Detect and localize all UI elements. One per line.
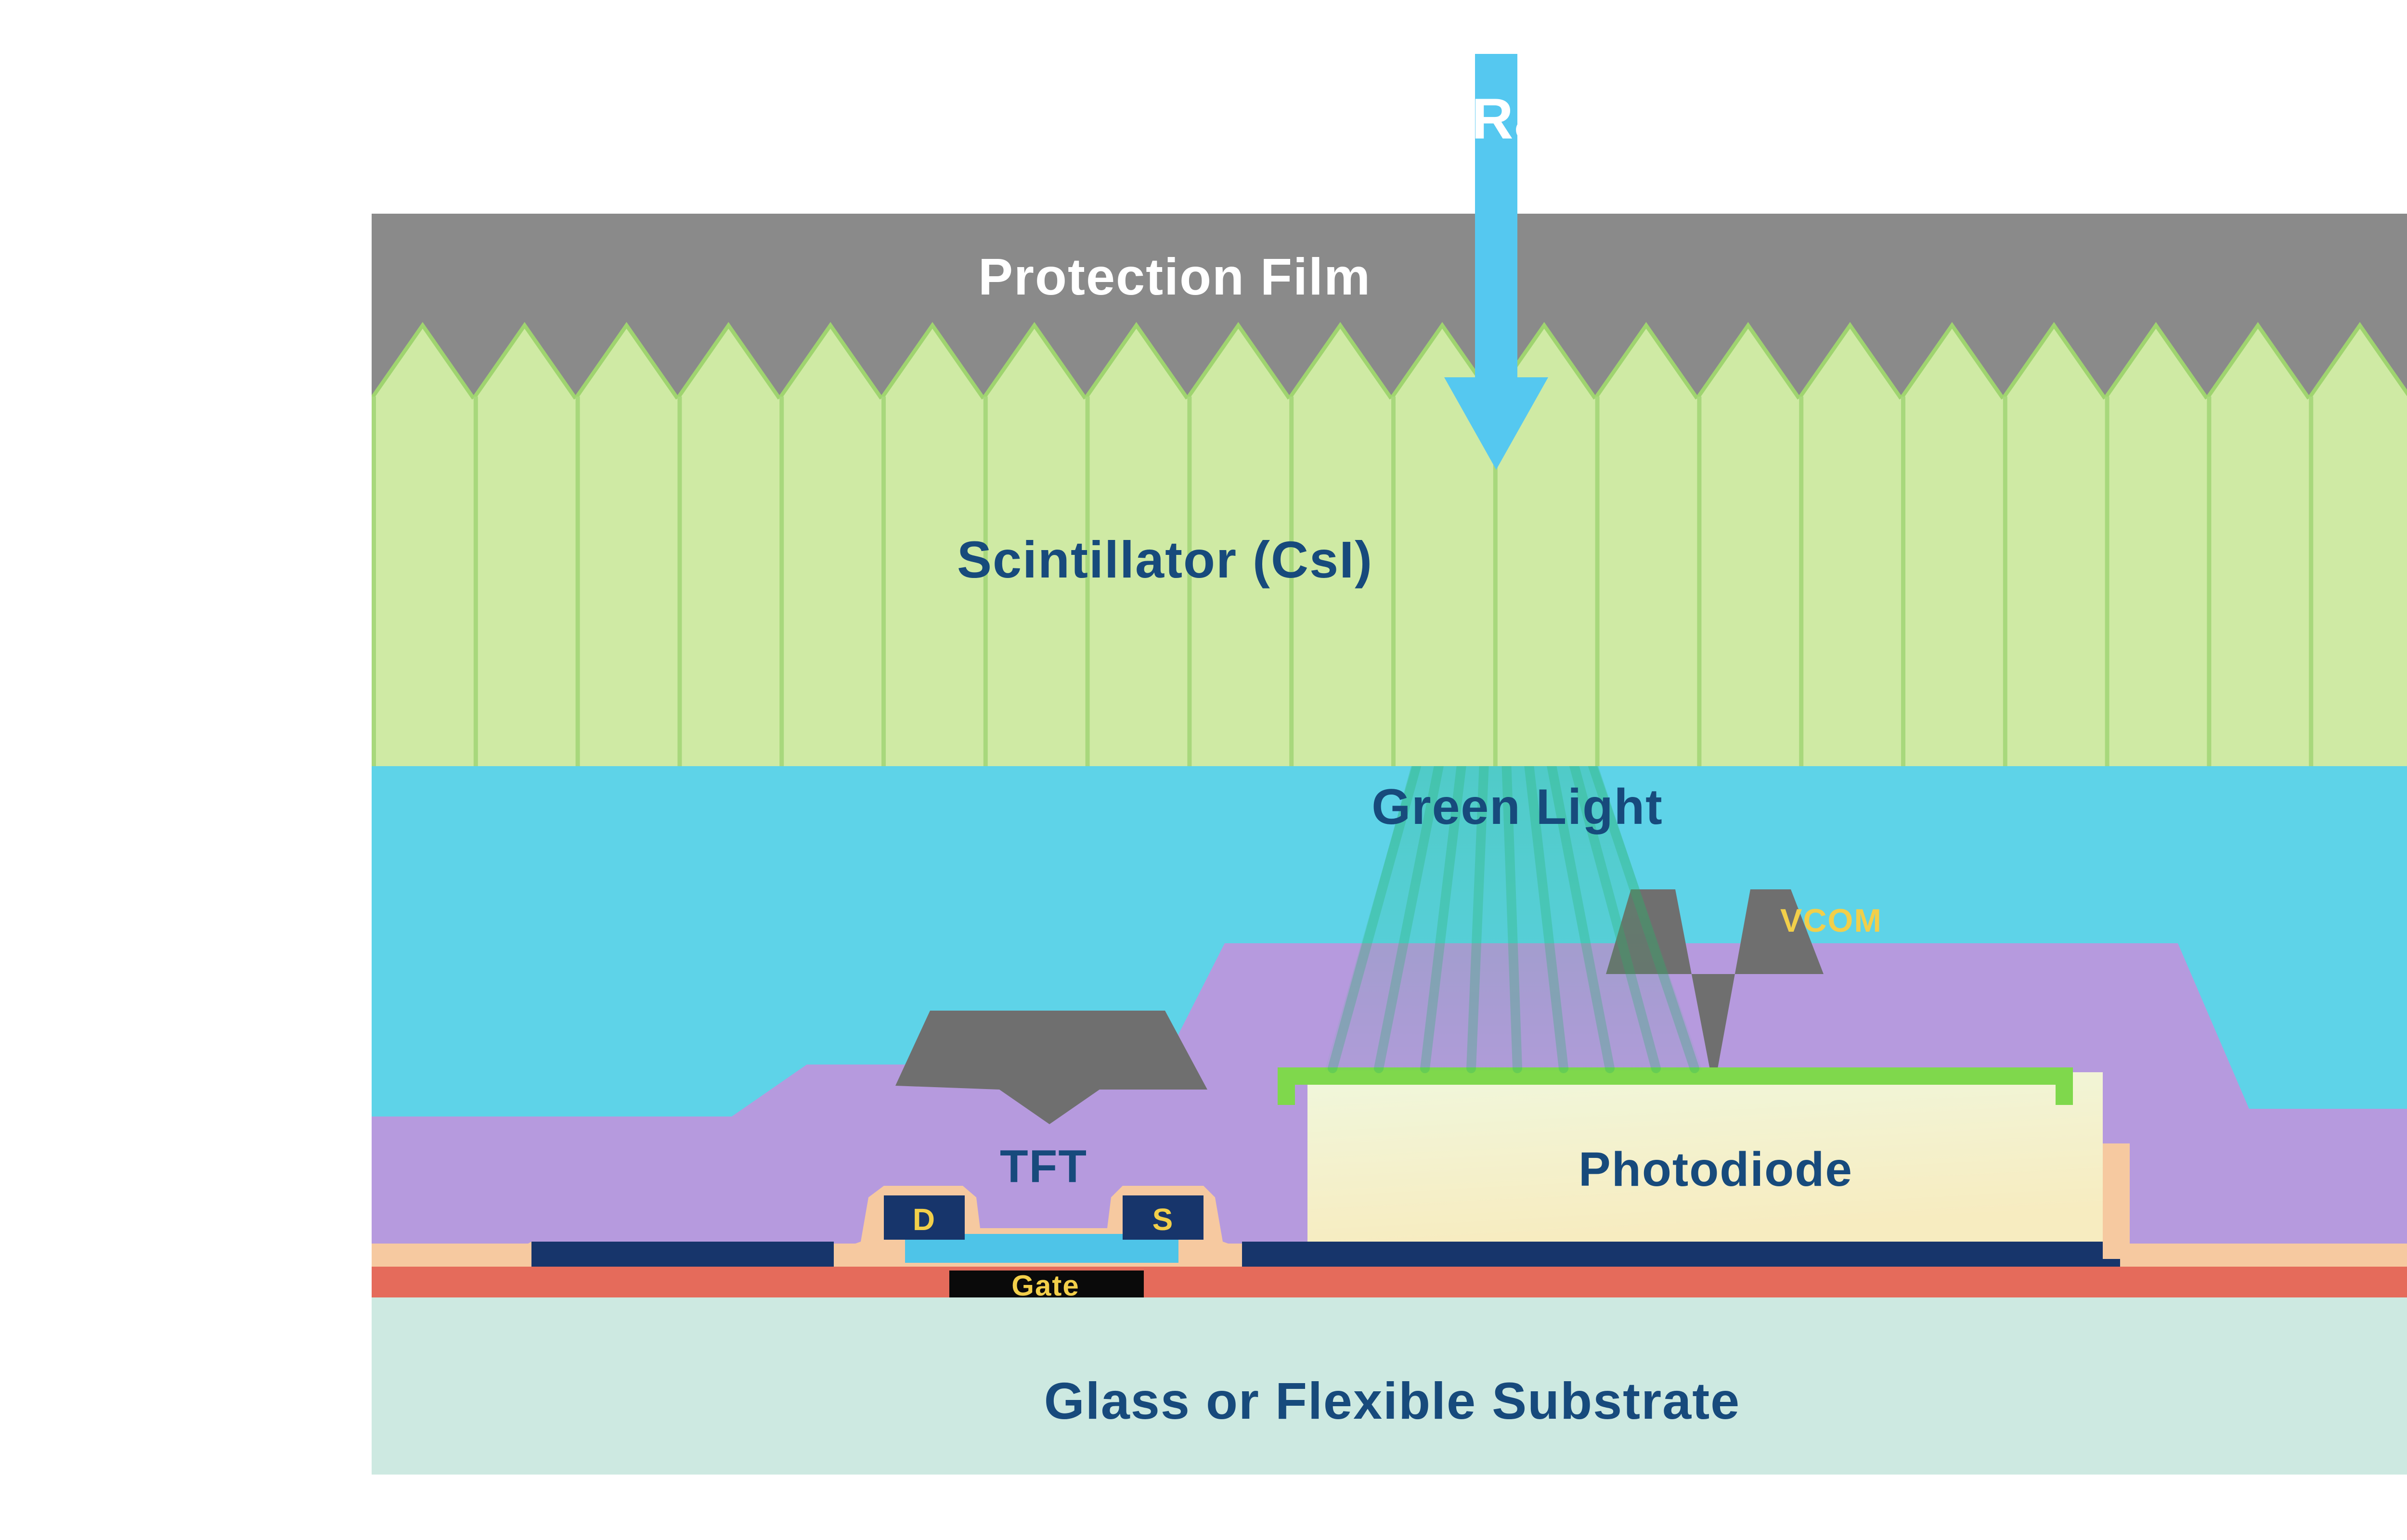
green-light-cone [1325, 474, 1702, 1070]
tft-label: TFT [1000, 1141, 1087, 1192]
left-metal-line [531, 1242, 834, 1267]
drain-electrode [884, 1195, 965, 1240]
vcom-label: VCOM [1780, 902, 1882, 939]
photodiode-side-insulator [2103, 1143, 2130, 1259]
photodiode-top-electrode [1278, 1067, 2073, 1105]
pixel-electrode-line [1242, 1242, 2120, 1267]
photodiode-body [1307, 1072, 2103, 1242]
source-label: S [1152, 1202, 1174, 1237]
xray-label: X-Ray [1412, 87, 1580, 151]
left-metal-contact [895, 1011, 1207, 1124]
vcom-electrode [1606, 889, 1824, 1090]
scintillator-layer [372, 320, 2407, 766]
xray-arrow-shaft [1475, 54, 1517, 381]
insulator-wedge-right [2120, 1242, 2172, 1267]
photodiode-label: Photodiode [1579, 1142, 1853, 1196]
source-electrode [1123, 1195, 1204, 1240]
xray-arrow-head [1444, 377, 1548, 470]
gate-insulation-layer [372, 1267, 2407, 1297]
drain-label: D [913, 1202, 936, 1237]
gate-label: Gate [1011, 1270, 1079, 1302]
tft-backplane-stack [372, 1143, 2407, 1299]
substrate-label: Glass or Flexible Substrate [1044, 1372, 1741, 1430]
substrate-layer [372, 1297, 2407, 1475]
xray-arrow [1444, 54, 1548, 470]
protection-film-label: Protection Film [978, 247, 1371, 306]
green-light-label: Green Light [1372, 779, 1663, 835]
gate-electrode [949, 1270, 1144, 1299]
scintillator-label: Scintillator (CsI) [957, 530, 1373, 589]
insulator-wedge-left [489, 1242, 531, 1267]
